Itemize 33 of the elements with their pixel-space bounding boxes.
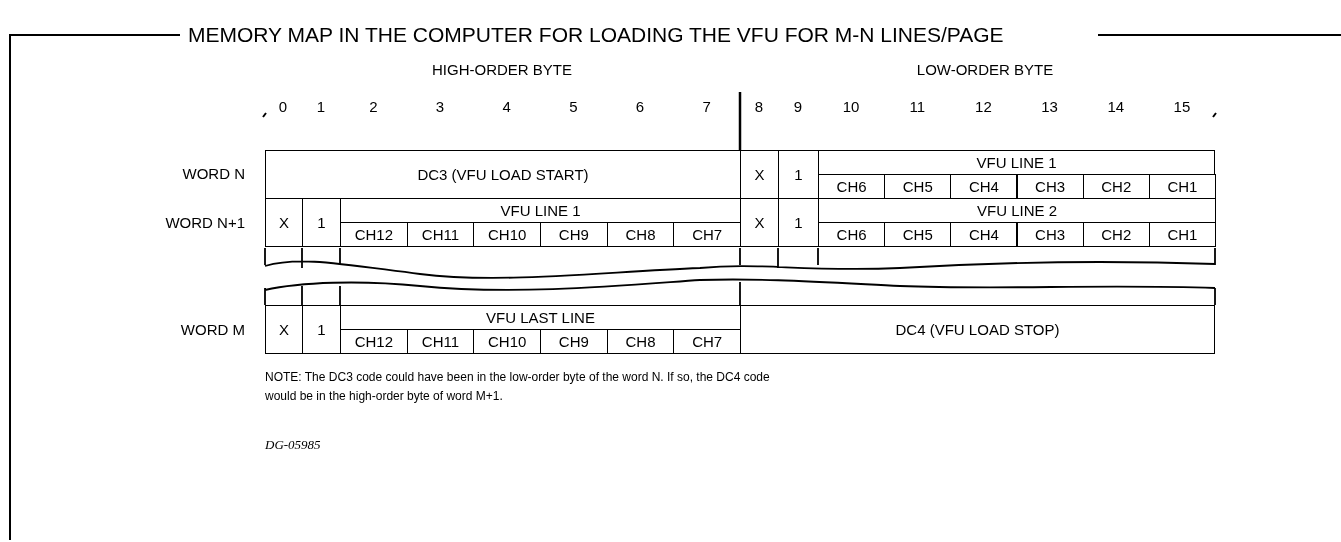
table-cell: CH3 [1016, 222, 1084, 247]
table-cell: CH4 [950, 222, 1018, 247]
bit-number: 8 [754, 99, 764, 114]
row-label: WORD N+1 [165, 215, 245, 230]
bit-number: 15 [1173, 99, 1191, 114]
bit-number: 9 [793, 99, 803, 114]
diagram-title: MEMORY MAP IN THE COMPUTER FOR LOADING THE VFU FOR M-N LINES/PAGE [188, 24, 1004, 45]
bit-number: 4 [502, 99, 511, 114]
bit-number: 7 [702, 99, 711, 114]
note-text: NOTE: The DC3 code could have been in the low-order byte of the word N. If so, the DC4 code would be in the high-order byte of word M+1. [265, 369, 771, 405]
bit-number: 5 [569, 99, 578, 114]
column-header: LOW-ORDER BYTE [916, 62, 1054, 77]
bit-number: 14 [1107, 99, 1125, 114]
table-cell: 1 [302, 305, 341, 354]
table-cell: X [265, 305, 303, 354]
bit-number: 2 [369, 99, 378, 114]
table-cell: DC4 (VFU LOAD STOP) [740, 305, 1215, 354]
bit-number: 6 [635, 99, 645, 114]
table-cell: CH1 [1148, 222, 1216, 247]
row-label: WORD M [180, 322, 245, 337]
table-cell: DC3 (VFU LOAD START) [265, 150, 741, 199]
row-label: WORD N [182, 166, 245, 181]
bit-number: 0 [278, 99, 288, 114]
figure-number: DG-05985 [265, 438, 321, 451]
column-header: HIGH-ORDER BYTE [432, 62, 572, 77]
bit-number: 11 [909, 99, 926, 114]
table-cell: VFU LINE 1 [818, 150, 1215, 175]
bit-number: 1 [316, 99, 326, 114]
bit-number: 13 [1041, 99, 1058, 114]
bit-number: 10 [842, 99, 860, 114]
bit-number: 12 [975, 99, 992, 114]
bit-number: 3 [435, 99, 445, 114]
table-cell: X [265, 198, 303, 247]
